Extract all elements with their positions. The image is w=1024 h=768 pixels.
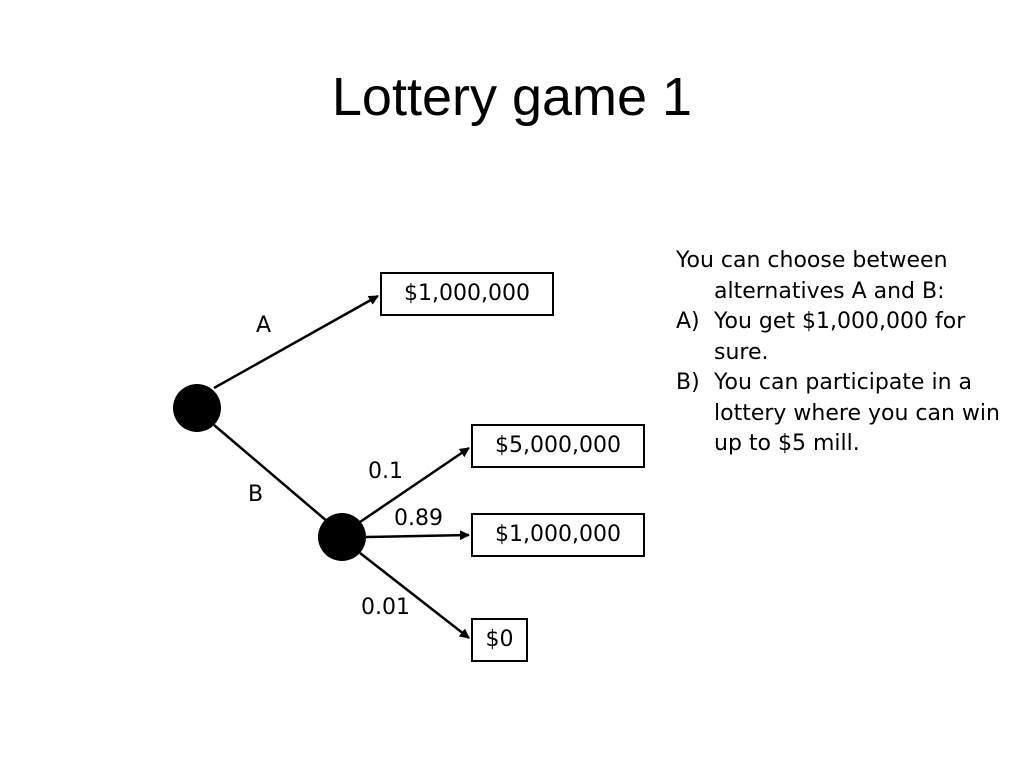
description-alternative-b: B) You can participate in a lottery where… (676, 368, 1016, 460)
outcome-box-b-mid: $1,000,000 (471, 513, 645, 557)
alternative-text-a: You get $1,000,000 for sure. (714, 309, 966, 365)
description-panel: You can choose between alternatives A an… (676, 246, 1016, 460)
probability-label-p2: 0.89 (394, 506, 443, 531)
probability-label-p3: 0.01 (361, 595, 410, 620)
description-intro: You can choose between alternatives A an… (676, 248, 948, 304)
probability-label-p1: 0.1 (368, 459, 403, 484)
branch-p2-arrow (365, 530, 470, 541)
decision-node (173, 384, 221, 432)
branch-a-arrow (213, 294, 379, 390)
alternative-text-b: You can participate in a lottery where y… (714, 370, 1000, 456)
outcome-box-a-sure: $1,000,000 (380, 272, 554, 316)
alternative-marker-b: B) (676, 370, 700, 395)
outcome-box-b-high: $5,000,000 (471, 424, 645, 468)
branch-label-a: A (256, 313, 272, 338)
branch-p3-arrow (359, 552, 470, 639)
slide-title: Lottery game 1 (331, 67, 693, 127)
branch-label-b: B (248, 482, 264, 507)
alternative-marker-a: A) (676, 309, 700, 334)
branch-p1-arrow (359, 446, 470, 524)
branch-b-line (213, 424, 329, 523)
description-alternative-a: A) You get $1,000,000 for sure. (676, 307, 1016, 368)
chance-node (318, 513, 366, 561)
outcome-box-b-zero: $0 (471, 618, 528, 662)
